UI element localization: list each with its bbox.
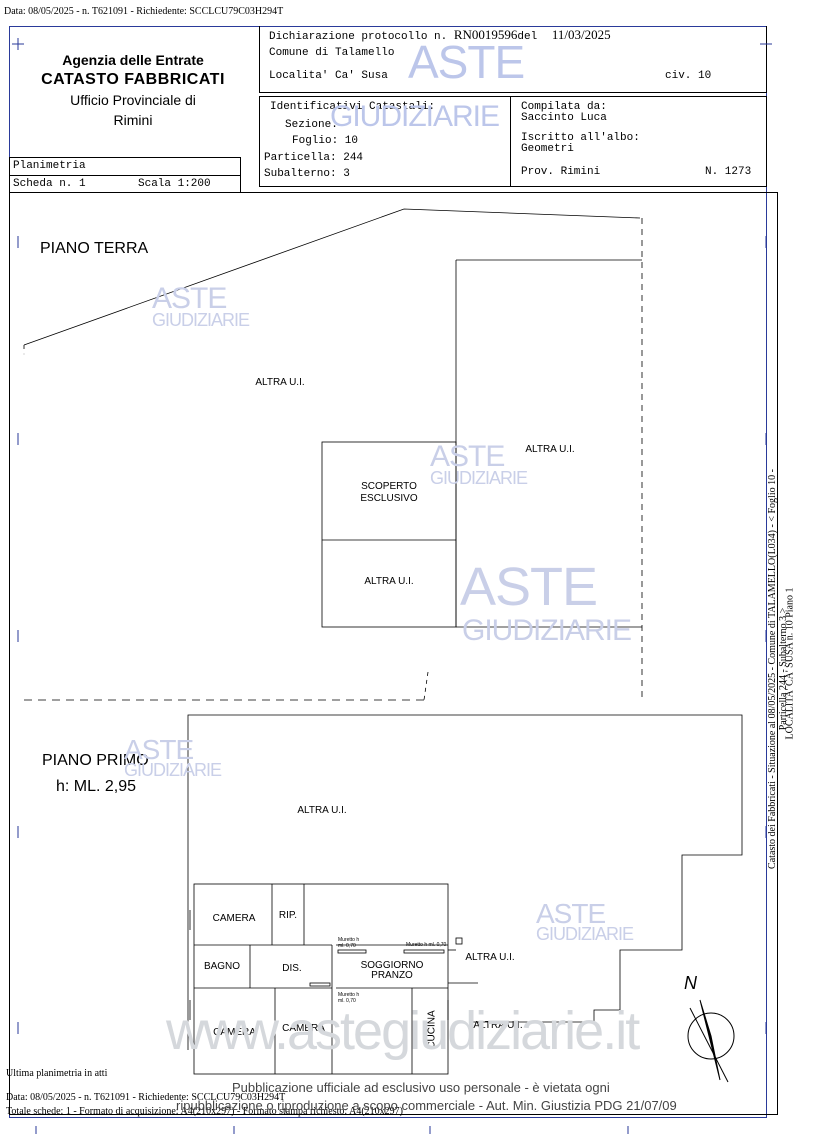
room-camera-1: CAMERA <box>212 913 256 924</box>
room-altra-5: ALTRA U.I. <box>465 952 515 963</box>
compilata-box: Compilata da: Saccinto Luca Iscritto all… <box>510 96 767 187</box>
height-label: h: ML. 2,95 <box>56 778 137 795</box>
comp-name: Saccinto Luca <box>521 112 607 124</box>
room-camera-2: CAMERA <box>213 1027 256 1038</box>
ident-sezione: Sezione: <box>285 119 338 131</box>
sheet-scheda: Scheda n. 1 <box>13 178 86 190</box>
drawing-frame <box>9 192 778 1115</box>
ufficio-label: Ufficio Provinciale di <box>70 92 196 108</box>
room-altra-4: ALTRA U.I. <box>297 805 347 816</box>
notice-line-1: Pubblicazione ufficiale ad esclusivo uso… <box>232 1080 610 1095</box>
comp-label: Compilata da: <box>521 101 607 113</box>
watermark-giud-1: GIUDIZIARIE <box>330 100 500 133</box>
ground-floor-plan <box>23 208 643 701</box>
ufficio-city: Rimini <box>113 112 153 128</box>
watermark-giud-5: GIUDIZIARIE <box>124 760 222 780</box>
room-soggiorno-1: SOGGIORNO <box>360 960 424 971</box>
watermark-aste-1: ASTE <box>408 36 525 88</box>
watermark-giud-2: GIUDIZIARIE <box>152 310 250 330</box>
muretto-note-3: Muretto h ml. 0,70 <box>338 992 360 1004</box>
side-text-2: LOCALITA' CA' SUSA n. 10 Piano 1 <box>784 587 796 740</box>
watermark-aste-3: ASTE <box>430 440 505 473</box>
watermark-aste-5: ASTE <box>124 734 194 765</box>
footer-line-2: Totale schede: 1 - Formato di acquisizio… <box>6 1106 403 1117</box>
room-scoperto-2: ESCLUSIVO <box>360 493 418 504</box>
ultima-planimetria: Ultima planimetria in atti <box>6 1068 108 1079</box>
declaration-box: Dichiarazione protocollo n. RN0019596del… <box>259 26 767 93</box>
room-dis: DIS. <box>282 963 302 974</box>
room-soggiorno-2: PRANZO <box>371 970 413 981</box>
muretto-note-2: Muretto h ml. 0,70 <box>406 942 447 948</box>
footer-line-1: Data: 08/05/2025 - n. T621091 - Richiede… <box>6 1092 286 1103</box>
decl-number: RN0019596 <box>453 27 518 42</box>
watermark-aste-4: ASTE <box>460 557 598 617</box>
watermark-giud-4: GIUDIZIARIE <box>462 614 632 647</box>
comp-albo-label: Iscritto all'albo: <box>521 132 640 144</box>
room-altra-3: ALTRA U.I. <box>364 576 414 587</box>
comp-num: N. 1273 <box>705 166 752 178</box>
decl-civ: civ. 10 <box>665 70 712 82</box>
identificativi-box: Identificativi Catastali: Sezione: Fogli… <box>259 96 511 187</box>
decl-line: Dichiarazione protocollo n. RN0019596del… <box>269 27 611 43</box>
watermark-site: www.astegiudiziarie.it <box>166 1001 640 1061</box>
room-altra-1: ALTRA U.I. <box>255 377 305 388</box>
decl-del: del <box>517 31 538 43</box>
decl-date: 11/03/2025 <box>551 27 611 42</box>
decl-comune: Comune di Talamello <box>269 47 395 59</box>
watermark-aste-2: ASTE <box>152 282 227 315</box>
decl-label: Dichiarazione protocollo n. <box>269 31 448 43</box>
ident-title: Identificativi Catastali: <box>270 101 436 113</box>
request-info: Data: 08/05/2025 - n. T621091 - Richiede… <box>4 6 284 17</box>
watermark-giud-3: GIUDIZIARIE <box>430 468 528 488</box>
ident-particella: Particella: 244 <box>264 152 364 164</box>
catasto-title: CATASTO FABBRICATI <box>41 71 225 88</box>
sheet-box: Planimetria Scheda n. 1 Scala 1:200 <box>9 157 241 193</box>
decl-localita: Localita' Ca' Susa <box>269 70 388 82</box>
sheet-scale: Scala 1:200 <box>138 178 211 190</box>
comp-prov: Prov. Rimini <box>521 166 601 178</box>
room-camera-3: CAMERA <box>282 1023 325 1034</box>
ident-subalterno: Subalterno: 3 <box>264 168 350 180</box>
north-arrow-icon <box>687 999 735 1083</box>
piano-primo-label: PIANO PRIMO <box>42 752 149 769</box>
room-altra-2: ALTRA U.I. <box>525 444 575 455</box>
piano-terra-label: PIANO TERRA <box>40 240 149 257</box>
room-altra-6: ALTRA U.I. <box>473 1020 523 1031</box>
north-label: N <box>684 973 697 993</box>
room-bagno: BAGNO <box>203 961 241 972</box>
sheet-type: Planimetria <box>13 160 86 172</box>
notice-line-2: ripubblicazione o riproduzione a scopo c… <box>176 1098 677 1113</box>
agency-name: Agenzia delle Entrate <box>62 52 204 68</box>
first-floor-plan <box>187 714 743 1075</box>
watermark-aste-6: ASTE <box>536 898 606 929</box>
watermark-giud-6: GIUDIZIARIE <box>536 924 634 944</box>
comp-albo: Geometri <box>521 143 574 155</box>
room-scoperto-1: SCOPERTO <box>361 481 417 492</box>
frame-ticks <box>12 38 772 1134</box>
room-rip: RIP. <box>278 910 298 921</box>
agency-block: Agenzia delle Entrate CATASTO FABBRICATI… <box>28 50 238 130</box>
ident-foglio: Foglio: 10 <box>292 135 359 147</box>
muretto-note-1: Muretto h ml. 0,70 <box>338 937 360 949</box>
